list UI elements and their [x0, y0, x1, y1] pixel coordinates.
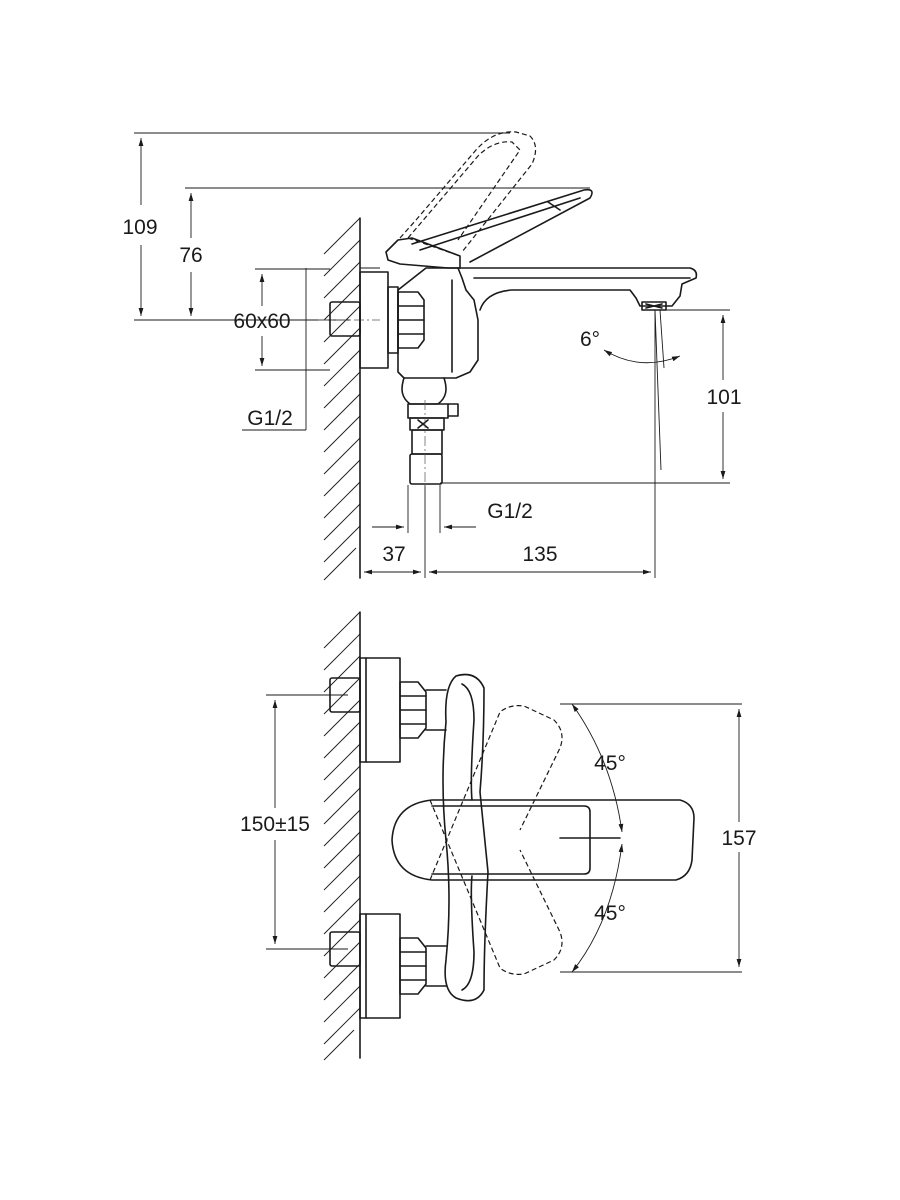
wall-hatch-line [323, 853, 361, 891]
wall-hatch-line [323, 437, 361, 475]
mixer-body-plan [442, 673, 489, 1002]
wall-hatch-line [323, 415, 361, 453]
dim-label-g12-bottom: G1/2 [487, 500, 533, 523]
dim-label-135: 135 [522, 543, 557, 566]
inlet-connector-side [318, 271, 425, 369]
wall-hatch-line [323, 371, 361, 409]
wall-hatch-line [323, 393, 361, 431]
wall-hatch-line [323, 743, 361, 781]
wall-hatch-line [323, 875, 361, 913]
dimension-handle-span: 157 [721, 709, 757, 967]
wall-hatch-line [323, 217, 361, 255]
dim-label-60x60: 60x60 [233, 310, 290, 333]
dimension-rotation: 45° 45° [560, 703, 742, 973]
wall-hatch-line [323, 787, 361, 825]
extension-lines-side [134, 132, 730, 578]
dim-label-37: 37 [382, 543, 405, 566]
wall-hatch-line [323, 327, 361, 365]
wall-hatch-line [323, 611, 361, 649]
lever-side-raised-outline [399, 131, 537, 257]
lever-side [385, 188, 593, 269]
dim-label-101: 101 [706, 386, 741, 409]
dimension-spout-height: 101 [706, 315, 742, 479]
wall-hatch-line [323, 809, 361, 847]
wall-hatch-line [323, 633, 361, 671]
wall-hatch-line [323, 547, 357, 581]
wall-hatch-line [323, 525, 361, 563]
wall-hatch-line [323, 985, 361, 1023]
dim-label-45-up: 45° [594, 752, 626, 775]
inlet-connector-upper [329, 657, 447, 763]
dim-label-g12-left: G1/2 [247, 407, 293, 430]
mixer-body-side [397, 267, 479, 490]
dimension-spout-angle: 6° [580, 309, 681, 471]
wall-hatch-line [323, 349, 361, 387]
inlet-connector-lower [329, 913, 447, 1019]
wall-hatch-line [323, 481, 361, 519]
wall-side [323, 217, 361, 581]
wall-hatch-line [323, 1029, 355, 1061]
wall-hatch-line [323, 765, 361, 803]
wall-hatch-line [323, 897, 361, 935]
dimension-thread-left: G1/2 [242, 268, 307, 431]
wall-hatch-line [323, 963, 361, 1001]
handle-plan [391, 799, 695, 881]
dim-label-76: 76 [179, 244, 202, 267]
dim-label-109: 109 [122, 216, 157, 239]
dimension-reach: 37 135 [359, 543, 651, 578]
plan-view: 45° 45° 157 150±15 [240, 611, 757, 1061]
wall-hatch-line [323, 1007, 361, 1045]
wall-hatch-line [323, 503, 361, 541]
dimension-inlet-spacing: 150±15 [240, 694, 348, 950]
wall-hatch-line [323, 459, 361, 497]
dimension-thread-bottom: G1/2 [372, 500, 533, 530]
dim-label-6deg: 6° [580, 328, 600, 351]
wall-hatch-line [323, 941, 361, 979]
dimension-total-height: 109 [122, 138, 158, 316]
side-view: 109 76 60x60 G1/2 [122, 131, 742, 581]
handle-rotated-outlines [429, 705, 563, 975]
dim-label-45-down: 45° [594, 902, 626, 925]
dim-label-150: 150±15 [240, 813, 310, 836]
dimension-flange: 60x60 [233, 274, 291, 366]
wall-hatch-line [323, 261, 361, 299]
wall-hatch-line [323, 721, 361, 759]
wall-hatch-line [323, 239, 361, 277]
wall-hatch-line [323, 831, 361, 869]
dimension-lever-height: 76 [179, 193, 203, 316]
spout-side [457, 267, 698, 311]
wall-hatch-line [323, 699, 361, 737]
dim-label-157: 157 [721, 827, 756, 850]
